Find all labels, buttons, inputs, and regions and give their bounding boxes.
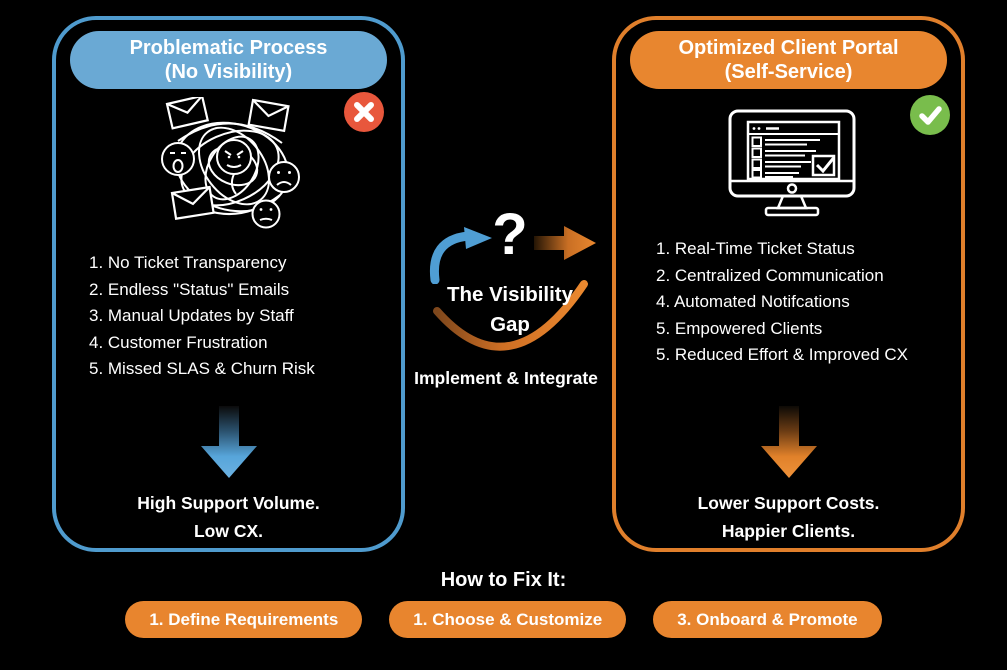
list-item: 2. Centralized Communication — [656, 265, 884, 285]
cross-badge — [344, 92, 384, 132]
list-item: 5. Reduced Effort & Improved CX — [656, 345, 908, 364]
left-caption-line2: Low CX. — [193, 521, 264, 541]
left-panel-title: Problematic Process (No Visibility) — [70, 31, 387, 89]
problematic-process-panel: Problematic Process (No Visibility) — [52, 16, 405, 552]
right-caption-line2: Happier Clients. — [721, 521, 856, 541]
step-choose-customize-button[interactable]: 1. Choose & Customize — [389, 601, 627, 638]
right-caption-line1: Lower Support Costs. — [697, 493, 880, 513]
list-item: 1. No Ticket Transparency — [89, 253, 287, 272]
implement-integrate-label: Implement & Integrate — [414, 368, 598, 388]
right-title-line1: Optimized Client Portal — [678, 36, 899, 59]
cross-icon — [354, 102, 374, 122]
blue-down-arrow-icon — [200, 406, 257, 478]
fix-steps-row: 1. Define Requirements 1. Choose & Custo… — [0, 601, 1007, 638]
check-badge — [910, 95, 950, 135]
problem-list: 1. No Ticket Transparency 2. Endless "St… — [89, 250, 315, 383]
left-title-line2: (No Visibility) — [164, 61, 293, 83]
orange-arc-icon — [433, 280, 588, 351]
benefit-list: 1. Real-Time Ticket Status 2. Centralize… — [656, 236, 908, 369]
list-item: 5. Empowered Clients — [656, 318, 823, 338]
right-caption: Lower Support Costs. Happier Clients. — [616, 489, 961, 545]
client-portal-monitor-icon — [728, 109, 856, 217]
list-item: 4. Customer Frustration — [89, 332, 268, 352]
orange-right-arrow-icon — [534, 226, 596, 260]
visibility-gap-label: The Visibility Gap — [420, 280, 600, 339]
list-item: 3. Manual Updates by Staff — [89, 306, 294, 325]
question-mark: ? — [492, 202, 528, 267]
right-panel-title: Optimized Client Portal (Self-Service) — [630, 31, 947, 89]
tangled-communication-icon — [161, 97, 300, 229]
list-item: 2. Endless "Status" Emails — [89, 279, 290, 299]
how-to-fix-heading: How to Fix It: — [440, 569, 567, 591]
optimized-portal-panel: Optimized Client Portal (Self-Service) — [612, 16, 965, 552]
curved-blue-arrow-icon — [429, 227, 492, 284]
left-caption-line1: High Support Volume. — [137, 493, 320, 513]
check-icon — [919, 106, 942, 125]
right-title-line2: (Self-Service) — [724, 61, 853, 83]
envelope-icons — [165, 97, 290, 220]
step-define-requirements-button[interactable]: 1. Define Requirements — [125, 601, 363, 638]
list-item: 5. Missed SLAS & Churn Risk — [89, 359, 315, 378]
left-title-line1: Problematic Process — [129, 36, 328, 59]
step-onboard-promote-button[interactable]: 3. Onboard & Promote — [653, 601, 882, 638]
sad-face-icons — [161, 142, 300, 229]
gap-label-line2: Gap — [490, 312, 530, 336]
list-item: 1. Real-Time Ticket Status — [656, 239, 855, 258]
list-item: 4. Automated Notifcations — [656, 292, 850, 311]
stressed-center-face — [216, 139, 252, 195]
orange-down-arrow-icon — [760, 406, 817, 478]
gap-label-line1: The Visibility — [446, 283, 574, 306]
left-caption: High Support Volume. Low CX. — [56, 489, 401, 545]
